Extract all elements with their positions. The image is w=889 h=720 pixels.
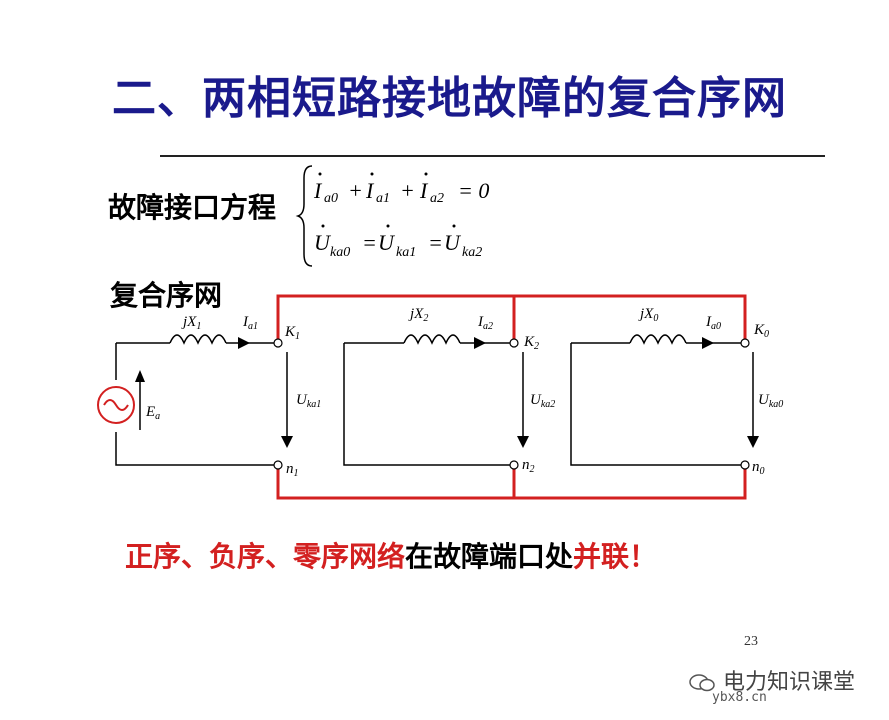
statement-location: 在故障端口处 (405, 540, 574, 573)
current-label-0: Ia0 (705, 314, 721, 332)
voltage-symbol: U (378, 230, 396, 255)
parallel-connection (276, 294, 747, 500)
watermark: 电力知识课堂 (688, 664, 855, 696)
fault-equations: I a0 + I a1 + I a2 = 0 U ka0 = U ka1 = U… (295, 165, 489, 267)
zero-sequence-network (570, 334, 754, 466)
fault-equation-label: 故障接口方程 (108, 191, 277, 224)
voltage-label-0: Uka0 (758, 392, 783, 410)
title-divider (160, 155, 825, 157)
voltage-arrow-icon (517, 436, 529, 448)
current-symbol: I (365, 178, 375, 203)
current-arrow-icon (702, 337, 714, 349)
current-sub-2: a2 (430, 191, 444, 206)
equation-line-1: I a0 + I a1 + I a2 = 0 (313, 172, 489, 206)
reactance-label-0: jX0 (638, 306, 658, 324)
terminal-k1 (273, 338, 283, 348)
current-arrow-icon (238, 337, 250, 349)
node-n1: n1 (286, 461, 299, 479)
terminal-n0 (740, 460, 750, 470)
node-k2: K2 (523, 334, 539, 352)
composite-network-label: 复合序网 (110, 279, 223, 312)
terminal-k0 (740, 338, 750, 348)
reactance-label-1: jX1 (181, 314, 201, 332)
equals-zero: = 0 (458, 178, 489, 203)
slide-title: 二、两相短路接地故障的复合序网 (112, 73, 787, 124)
conclusion-statement: 正序、负序、零序网络在故障端口处并联！ (125, 535, 657, 575)
voltage-label-1: Uka1 (296, 392, 321, 410)
statement-networks: 正序、负序、零序网络 (125, 540, 406, 573)
terminal-n1 (273, 460, 283, 470)
voltage-sub-2: ka2 (462, 245, 482, 260)
equals-sign: = (362, 230, 377, 255)
node-n2: n2 (522, 457, 535, 475)
voltage-source-icon (97, 386, 135, 424)
voltage-symbol: U (314, 230, 332, 255)
plus-sign: + (400, 178, 415, 203)
current-sub-0: a0 (324, 191, 338, 206)
voltage-sub-0: ka0 (330, 245, 350, 260)
negative-sequence-network (343, 334, 524, 466)
current-label-2: Ia2 (477, 314, 493, 332)
node-k0: K0 (753, 322, 769, 340)
terminal-n2 (509, 460, 519, 470)
voltage-arrow-icon (281, 436, 293, 448)
node-n0: n0 (752, 459, 765, 477)
voltage-sub-1: ka1 (396, 245, 416, 260)
current-sub-1: a1 (376, 191, 390, 206)
watermark-name: 电力知识课堂 (723, 670, 856, 695)
equals-sign: = (428, 230, 443, 255)
current-symbol: I (313, 178, 323, 203)
positive-sequence-network (115, 334, 288, 466)
current-symbol: I (419, 178, 429, 203)
wechat-icon (689, 674, 715, 692)
plus-sign: + (348, 178, 363, 203)
current-arrow-icon (474, 337, 486, 349)
equation-line-2: U ka0 = U ka1 = U ka2 (314, 224, 482, 260)
sine-wave-icon (103, 399, 129, 411)
voltage-arrow-icon (747, 436, 759, 448)
page-number: 23 (744, 634, 758, 649)
voltage-label-2: Uka2 (530, 392, 555, 410)
voltage-symbol: U (444, 230, 462, 255)
terminal-k2 (509, 338, 519, 348)
node-k1: K1 (284, 324, 300, 342)
current-label-1: Ia1 (242, 314, 258, 332)
source-label: Ea (145, 404, 160, 422)
reactance-label-2: jX2 (408, 306, 428, 324)
watermark-url: ybx8.cn (712, 690, 767, 705)
statement-parallel: 并联！ (573, 540, 658, 573)
brace-icon (295, 165, 313, 267)
